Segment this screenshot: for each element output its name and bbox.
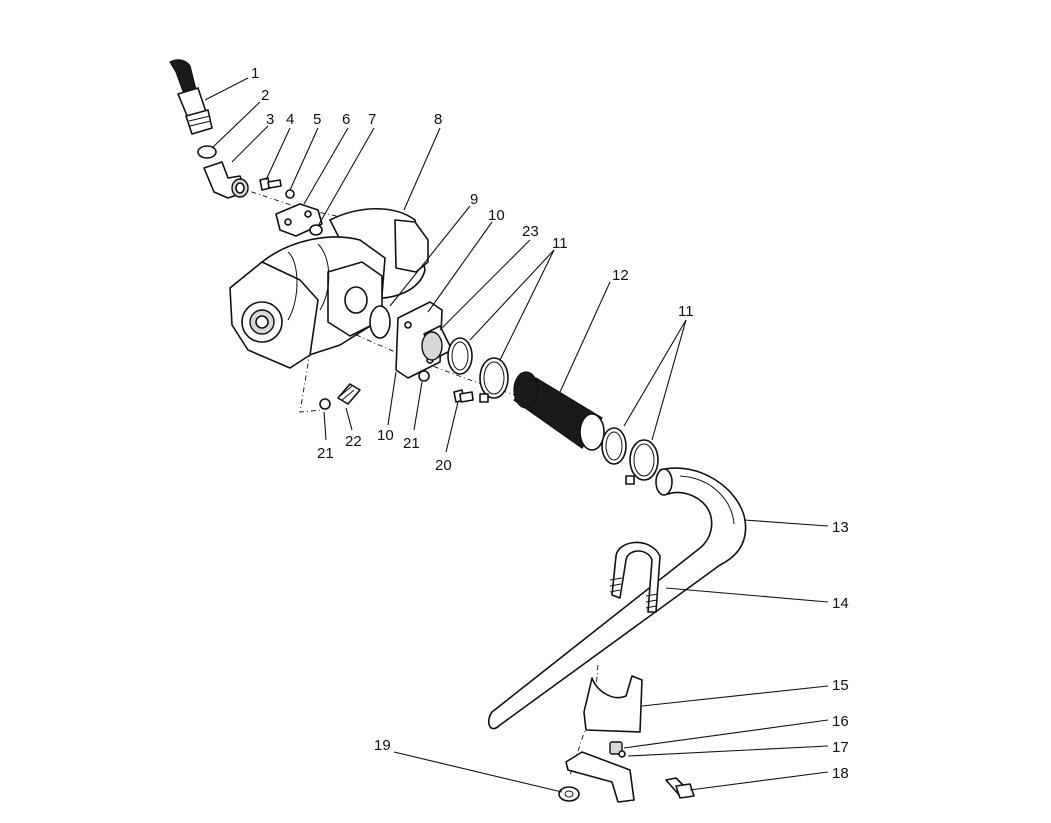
callout-1: 1 — [251, 65, 259, 82]
part-sleeve — [421, 325, 453, 361]
part-washer-right — [418, 370, 430, 382]
callout-4: 4 — [286, 111, 294, 128]
leader-lines — [204, 77, 829, 793]
callout-15: 15 — [832, 677, 849, 694]
part-hose-fitting — [169, 59, 213, 135]
part-o-ring-flange — [309, 224, 323, 236]
callout-3: 3 — [266, 111, 274, 128]
part-nut-washer — [609, 741, 626, 758]
callout-2: 2 — [261, 87, 269, 104]
part-hose-clamps-upper — [447, 337, 509, 403]
callout-18: 18 — [832, 765, 849, 782]
part-hose-clamps-lower — [601, 427, 659, 485]
callout-11-upper: 11 — [552, 235, 568, 252]
part-rubber-hose — [513, 371, 605, 451]
part-hex-nut — [558, 786, 580, 802]
callout-19: 19 — [374, 737, 391, 754]
part-saddle-bracket — [583, 675, 643, 733]
part-screw-lower — [453, 389, 474, 403]
callout-10-lower: 10 — [377, 427, 394, 444]
callout-13: 13 — [832, 519, 849, 536]
callout-7: 7 — [368, 111, 376, 128]
part-lock-washer — [285, 189, 295, 199]
callout-8: 8 — [434, 111, 442, 128]
callout-22: 22 — [345, 433, 362, 450]
callout-12: 12 — [612, 267, 629, 284]
part-u-bolt — [609, 541, 661, 613]
part-bolt-22 — [337, 383, 361, 405]
callout-10-upper: 10 — [488, 207, 505, 224]
part-bolt — [665, 777, 695, 799]
part-mounting-plate — [565, 751, 635, 803]
part-washer-left — [319, 398, 331, 410]
part-hydraulic-pump — [229, 207, 429, 369]
part-o-ring-large — [369, 305, 391, 339]
callout-21-left: 21 — [317, 445, 334, 462]
callout-17: 17 — [832, 739, 849, 756]
callout-21-right: 21 — [403, 435, 420, 452]
callout-11-lower: 11 — [678, 303, 694, 320]
part-elbow-fitting — [203, 161, 249, 199]
callout-23: 23 — [522, 223, 539, 240]
part-bent-tube — [488, 467, 747, 730]
part-screw-small — [259, 177, 282, 191]
callout-6: 6 — [342, 111, 350, 128]
part-o-ring-small — [197, 145, 217, 159]
callout-20: 20 — [435, 457, 452, 474]
callout-16: 16 — [832, 713, 849, 730]
callout-14: 14 — [832, 595, 849, 612]
callout-9: 9 — [470, 191, 478, 208]
callout-labels: 1 2 3 4 5 6 7 8 9 10 23 11 12 11 21 22 1… — [251, 65, 849, 782]
callout-5: 5 — [313, 111, 321, 128]
